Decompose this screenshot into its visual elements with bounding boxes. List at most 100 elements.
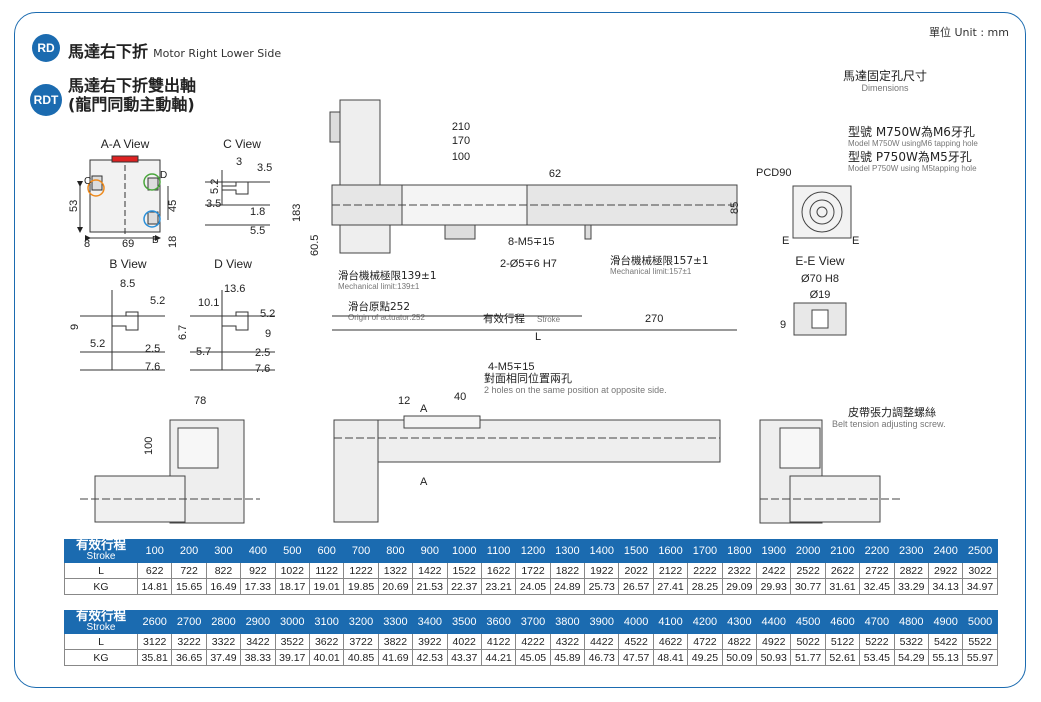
l-cell: 2122 — [652, 562, 689, 579]
main-mech-right-cn: 滑台機械極限157±1 — [610, 254, 709, 267]
kg-cell: 29.93 — [756, 578, 792, 595]
l-cell: 622 — [136, 562, 173, 579]
m750-cn: 型號 M750W為M6牙孔 — [848, 125, 975, 139]
kg-cell: 49.25 — [687, 649, 723, 666]
stroke-cell: 3900 — [584, 610, 620, 634]
rd-title-cn: 馬達右下折 — [68, 42, 149, 61]
l-cell: 1922 — [584, 562, 620, 579]
rd-title-en: Motor Right Lower Side — [153, 47, 282, 60]
stroke-cell: 4000 — [618, 610, 654, 634]
kg-cell: 44.21 — [480, 649, 517, 666]
main-stroke-en: Stroke — [537, 315, 561, 324]
kg-cell: 55.13 — [927, 649, 964, 666]
b-d76: 7.6 — [145, 361, 160, 373]
aa-view-label: A-A View — [101, 137, 150, 151]
l-cell: 722 — [171, 562, 207, 579]
motor-hole-title-en: Dimensions — [861, 83, 909, 93]
kg-cell: 38.33 — [240, 649, 276, 666]
aa-c-mark: C — [84, 176, 91, 187]
aa-d53: 53 — [68, 200, 80, 212]
l-cell: 2022 — [618, 562, 654, 579]
main-d270: 270 — [645, 313, 663, 325]
kg-cell: 54.29 — [893, 649, 929, 666]
motor-hole-title-cn: 馬達固定孔尺寸 — [843, 68, 927, 83]
stroke-cell: 4700 — [859, 610, 895, 634]
stroke-cell: 400 — [240, 539, 276, 563]
l-cell: 5422 — [927, 633, 964, 650]
d-view-drawing — [190, 290, 275, 371]
l-cell: 5222 — [859, 633, 895, 650]
stroke-cell: 1900 — [756, 539, 792, 563]
l-cell: 1222 — [343, 562, 379, 579]
p750-cn: 型號 P750W為M5牙孔 — [848, 150, 972, 164]
l-cell: 4322 — [549, 633, 586, 650]
lower-d78: 78 — [194, 395, 206, 407]
l-cell: 1422 — [412, 562, 448, 579]
holes-en: 2 holes on the same position at opposite… — [484, 385, 667, 395]
l-cell: 5522 — [962, 633, 998, 650]
c-view-drawing — [205, 170, 270, 226]
stroke-cell: 4500 — [790, 610, 826, 634]
stroke-cell: 2100 — [824, 539, 861, 563]
kg-cell: 42.53 — [412, 649, 448, 666]
rd-title: 馬達右下折 Motor Right Lower Side — [68, 38, 281, 62]
l-cell: 3722 — [343, 633, 379, 650]
stroke-cell: 4800 — [893, 610, 929, 634]
d-d76: 7.6 — [255, 363, 270, 375]
l-cell: 3922 — [412, 633, 448, 650]
kg-cell: 27.41 — [652, 578, 689, 595]
kg-cell: 23.21 — [480, 578, 517, 595]
b-d52b: 5.2 — [90, 338, 105, 350]
kg-cell: 24.89 — [549, 578, 586, 595]
l-cell: 2922 — [927, 562, 964, 579]
c-d3: 3 — [236, 156, 242, 168]
kg-cell: 29.09 — [721, 578, 758, 595]
stroke-cell: 3200 — [343, 610, 379, 634]
stroke-cell: 4600 — [824, 610, 861, 634]
c-d52: 5.2 — [209, 179, 221, 194]
main-d210: 210 — [452, 121, 470, 133]
main-d183: 183 — [291, 204, 303, 222]
l-cell: 3122 — [136, 633, 173, 650]
l-cell: 4622 — [652, 633, 689, 650]
kg-cell: 15.65 — [171, 578, 207, 595]
stroke-cell: 4300 — [721, 610, 758, 634]
main-mech-left-en: Mechanical limit:139±1 — [338, 282, 420, 291]
l-cell: 4222 — [515, 633, 551, 650]
kg-cell: 22.37 — [446, 578, 482, 595]
kg-cell: 34.97 — [962, 578, 998, 595]
kg-cell: 46.73 — [584, 649, 620, 666]
kg-cell: 25.73 — [584, 578, 620, 595]
aa-d18: 18 — [167, 236, 179, 248]
table-row: KG 35.81 36.65 37.49 38.33 39.17 40.01 4… — [64, 649, 998, 666]
ee-phi19: Ø19 — [810, 289, 831, 301]
kg-cell: 35.81 — [136, 649, 173, 666]
kg-cell: 45.89 — [549, 649, 586, 666]
main-d62: 62 — [549, 168, 561, 180]
lower-a-bottom: A — [420, 476, 428, 488]
stroke-header-cn: 有效行程 — [75, 538, 126, 552]
aa-d69: 69 — [122, 238, 134, 250]
m750-en: Model M750W usingM6 tapping hole — [848, 139, 978, 148]
pcd-label: PCD90 — [756, 167, 791, 179]
main-stroke-cn: 有效行程 — [483, 312, 525, 325]
stroke-header-cn: 有效行程 — [75, 609, 126, 623]
stroke-cell: 1200 — [515, 539, 551, 563]
stroke-cell: 1700 — [687, 539, 723, 563]
c-d35b: 3.5 — [206, 198, 221, 210]
main-m5-holes: 8-M5∓15 — [508, 236, 555, 248]
kg-cell: 34.13 — [927, 578, 964, 595]
main-origin-cn: 滑台原點252 — [348, 300, 410, 313]
main-d170: 170 — [452, 135, 470, 147]
kg-cell: 37.49 — [205, 649, 242, 666]
l-cell: 2522 — [790, 562, 826, 579]
stroke-cell: 4200 — [687, 610, 723, 634]
lower-d12: 12 — [398, 395, 410, 407]
d-d9: 9 — [265, 328, 271, 340]
main-o5-holes: 2-Ø5∓6 H7 — [500, 258, 557, 270]
stroke-cell: 200 — [171, 539, 207, 563]
l-cell: 2722 — [859, 562, 895, 579]
